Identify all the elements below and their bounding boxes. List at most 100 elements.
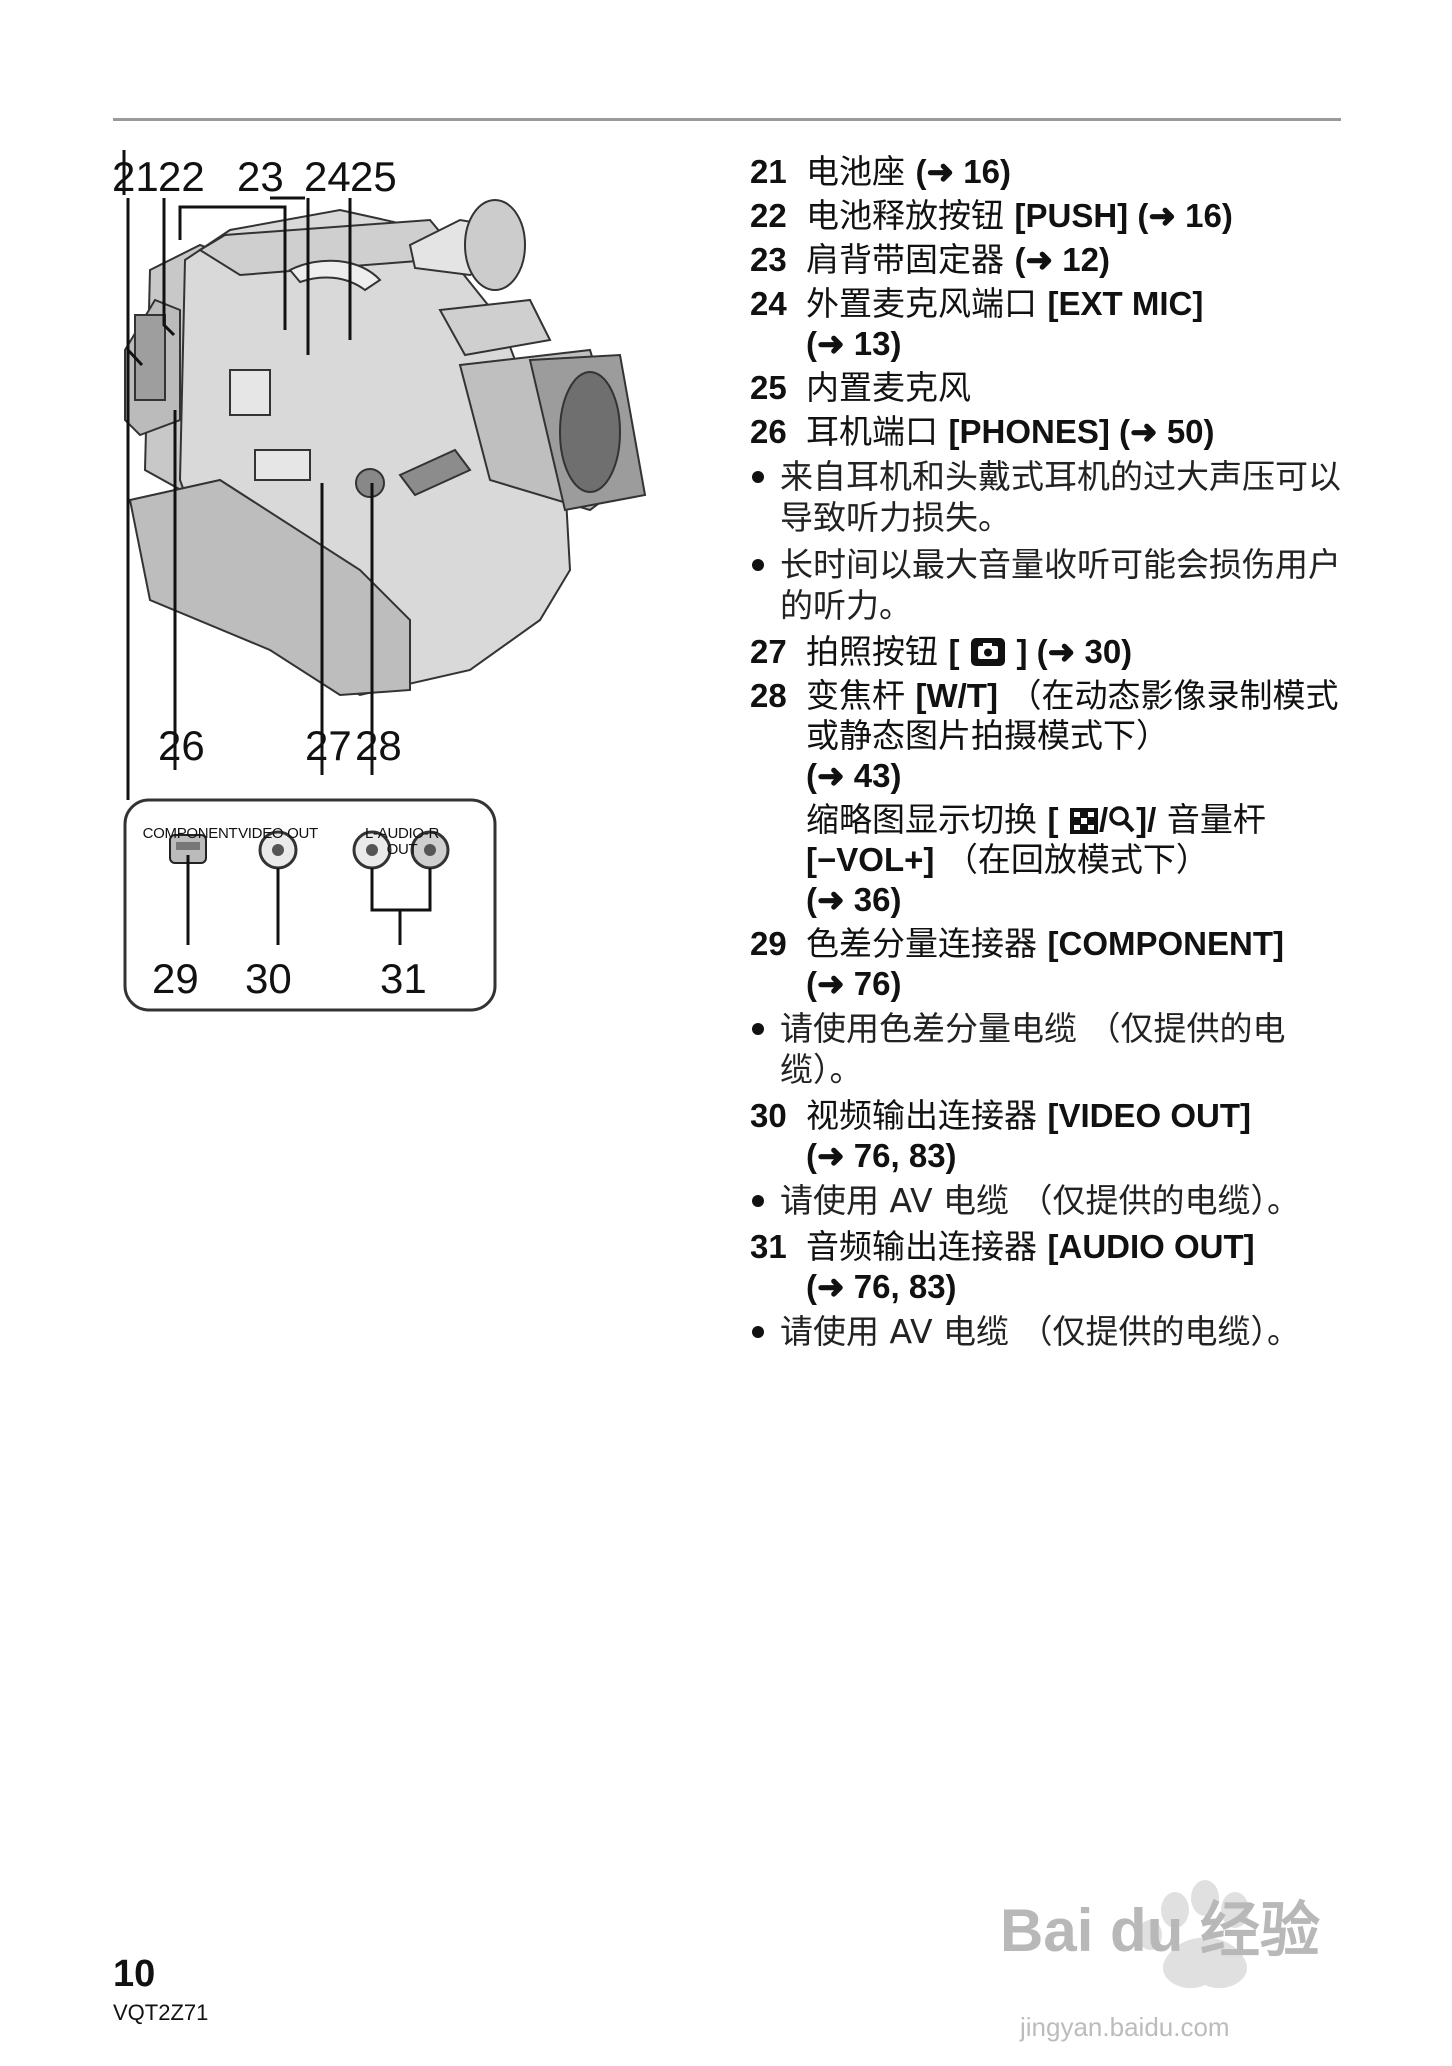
item-vol-ref: [−VOL+] xyxy=(806,841,935,878)
callout-24: 24 xyxy=(304,153,351,200)
bullet-dot xyxy=(752,471,764,483)
item-label: 拍照按钮 xyxy=(806,632,938,671)
parts-list: 21 电池座 (➜ 16) 22 电池释放按钮 [PUSH] (➜ 16) 23… xyxy=(750,152,1350,1358)
bullet-text: 请使用色差分量电缆 （仅提供的电缆）。 xyxy=(780,1009,1286,1089)
item-31: 31 音频输出连接器 [AUDIO OUT] (➜ 76, 83) xyxy=(750,1227,1350,1307)
item-label: 变焦杆 xyxy=(806,676,905,715)
item-ref-bracket-open: [ xyxy=(1047,801,1059,838)
watermark-url: jingyan.baidu.com xyxy=(1020,2012,1230,2042)
callout-27: 27 xyxy=(305,722,352,769)
item-number: 25 xyxy=(750,369,787,406)
item-28: 28 变焦杆 [W/T] （在动态影像录制模式或静态图片拍摄模式下） (➜ 43… xyxy=(750,676,1350,920)
item-25: 25 内置麦克风 xyxy=(750,368,1350,408)
item-ref: (➜ 12) xyxy=(1014,241,1111,278)
callout-29: 29 xyxy=(152,955,199,1002)
zoom-magnifier-icon xyxy=(1109,806,1135,833)
item-sub-label-volume: 音量杆 xyxy=(1166,800,1266,839)
item-number: 21 xyxy=(750,153,787,190)
item-number: 26 xyxy=(750,413,787,450)
item-ref: [EXT MIC] xyxy=(1047,285,1204,322)
item-number: 29 xyxy=(750,925,787,962)
bullet-text: 长时间以最大音量收听可能会损伤用户的听力。 xyxy=(780,545,1341,625)
bullet-31-cable: 请使用 AV 电缆 （仅提供的电缆）。 xyxy=(750,1311,1350,1352)
item-ref: [COMPONENT] xyxy=(1047,925,1284,962)
item-note: （在动态影像录制模式或静态图片拍摄模式下） xyxy=(806,676,1339,755)
watermark-brand: Bai du 经验 xyxy=(1000,1897,1321,1964)
port-label-audio-out-line1: L-AUDIO-R xyxy=(365,825,439,842)
thumbnail-grid-icon xyxy=(1070,808,1098,834)
item-sub-label: 缩略图显示切换 xyxy=(806,800,1037,839)
item-label: 耳机端口 xyxy=(806,412,938,451)
item-label: 色差分量连接器 xyxy=(806,924,1037,963)
bullet-text: 请使用 AV 电缆 （仅提供的电缆）。 xyxy=(780,1312,1301,1351)
item-number: 28 xyxy=(750,677,787,714)
bullet-dot xyxy=(752,1326,764,1338)
item-ref-slash: / xyxy=(1099,801,1109,838)
item-ref-page: (➜ 76, 83) xyxy=(806,1137,957,1174)
bullet-text: 来自耳机和头戴式耳机的过大声压可以导致听力损失。 xyxy=(780,457,1341,537)
bullet-26-long-listening: 长时间以最大音量收听可能会损伤用户的听力。 xyxy=(750,544,1350,626)
port-label-video-out: VIDEO OUT xyxy=(238,825,318,842)
item-ref-page: (➜ 13) xyxy=(806,325,902,362)
callout-26: 26 xyxy=(158,722,205,769)
item-ref: [VIDEO OUT] xyxy=(1047,1097,1252,1134)
page-number: 10 xyxy=(113,1953,156,1995)
port-label-component: COMPONENT xyxy=(142,825,238,842)
item-27: 27 拍照按钮 [ ] (➜ 30) xyxy=(750,632,1350,672)
item-ref: [PUSH] (➜ 16) xyxy=(1014,197,1233,234)
item-ref-bracket-close: ]/ xyxy=(1136,801,1157,838)
item-ref-page: (➜ 43) xyxy=(806,757,902,794)
callout-21: 21 xyxy=(112,153,159,200)
item-26: 26 耳机端口 [PHONES] (➜ 50) xyxy=(750,412,1350,452)
item-ref-page: (➜ 76) xyxy=(806,965,902,1002)
item-ref: [AUDIO OUT] xyxy=(1047,1228,1255,1265)
top-rule xyxy=(113,118,1341,121)
item-ref-page: (➜ 36) xyxy=(806,881,902,918)
bullet-30-cable: 请使用 AV 电缆 （仅提供的电缆）。 xyxy=(750,1180,1350,1221)
item-ref: (➜ 16) xyxy=(915,153,1012,190)
camcorder-illustration xyxy=(122,150,647,1012)
item-ref: ] (➜ 30) xyxy=(1016,633,1133,670)
item-label: 内置麦克风 xyxy=(806,368,971,407)
item-ref-bracket-open: [ xyxy=(948,633,960,670)
item-label: 视频输出连接器 xyxy=(806,1096,1037,1135)
model-code: VQT2Z71 xyxy=(113,2000,209,2025)
callout-25: 25 xyxy=(350,153,397,200)
bullet-dot xyxy=(752,1195,764,1207)
item-label: 音频输出连接器 xyxy=(806,1227,1037,1266)
item-21: 21 电池座 (➜ 16) xyxy=(750,152,1350,192)
item-number: 31 xyxy=(750,1228,787,1265)
bullet-dot xyxy=(752,559,764,571)
bullet-29-cable: 请使用色差分量电缆 （仅提供的电缆）。 xyxy=(750,1008,1350,1090)
callout-28: 28 xyxy=(355,722,402,769)
callout-22: 22 xyxy=(158,153,205,200)
bullet-text: 请使用 AV 电缆 （仅提供的电缆）。 xyxy=(780,1181,1301,1220)
item-22: 22 电池释放按钮 [PUSH] (➜ 16) xyxy=(750,196,1350,236)
item-label: 电池座 xyxy=(806,152,905,191)
item-ref-page: (➜ 76, 83) xyxy=(806,1268,957,1305)
item-label: 肩背带固定器 xyxy=(806,240,1004,279)
item-30: 30 视频输出连接器 [VIDEO OUT] (➜ 76, 83) xyxy=(750,1096,1350,1176)
item-sub-note: （在回放模式下） xyxy=(944,840,1209,879)
item-ref: [PHONES] (➜ 50) xyxy=(948,413,1215,450)
baidu-paw-watermark-icon xyxy=(1138,1880,1249,1989)
callout-23: 23 xyxy=(237,153,284,200)
item-number: 27 xyxy=(750,633,787,670)
port-label-audio-out-line2: OUT xyxy=(386,841,418,858)
item-ref: [W/T] xyxy=(915,677,998,714)
bullet-26-hearing-loss: 来自耳机和头戴式耳机的过大声压可以导致听力损失。 xyxy=(750,456,1350,538)
item-23: 23 肩背带固定器 (➜ 12) xyxy=(750,240,1350,280)
camcorder-figure: 21 22 23 24 25 26 27 28 COMPONENT VIDEO … xyxy=(110,150,710,1030)
item-number: 22 xyxy=(750,197,787,234)
item-number: 23 xyxy=(750,241,787,278)
bullet-dot xyxy=(752,1023,764,1035)
item-24: 24 外置麦克风端口 [EXT MIC] (➜ 13) xyxy=(750,284,1350,364)
callout-31: 31 xyxy=(380,955,427,1002)
item-label: 外置麦克风端口 xyxy=(806,284,1037,323)
item-label: 电池释放按钮 xyxy=(806,196,1004,235)
camera-icon xyxy=(971,638,1005,666)
item-29: 29 色差分量连接器 [COMPONENT] (➜ 76) xyxy=(750,924,1350,1004)
item-number: 24 xyxy=(750,285,787,322)
item-number: 30 xyxy=(750,1097,787,1134)
callout-30: 30 xyxy=(245,955,292,1002)
